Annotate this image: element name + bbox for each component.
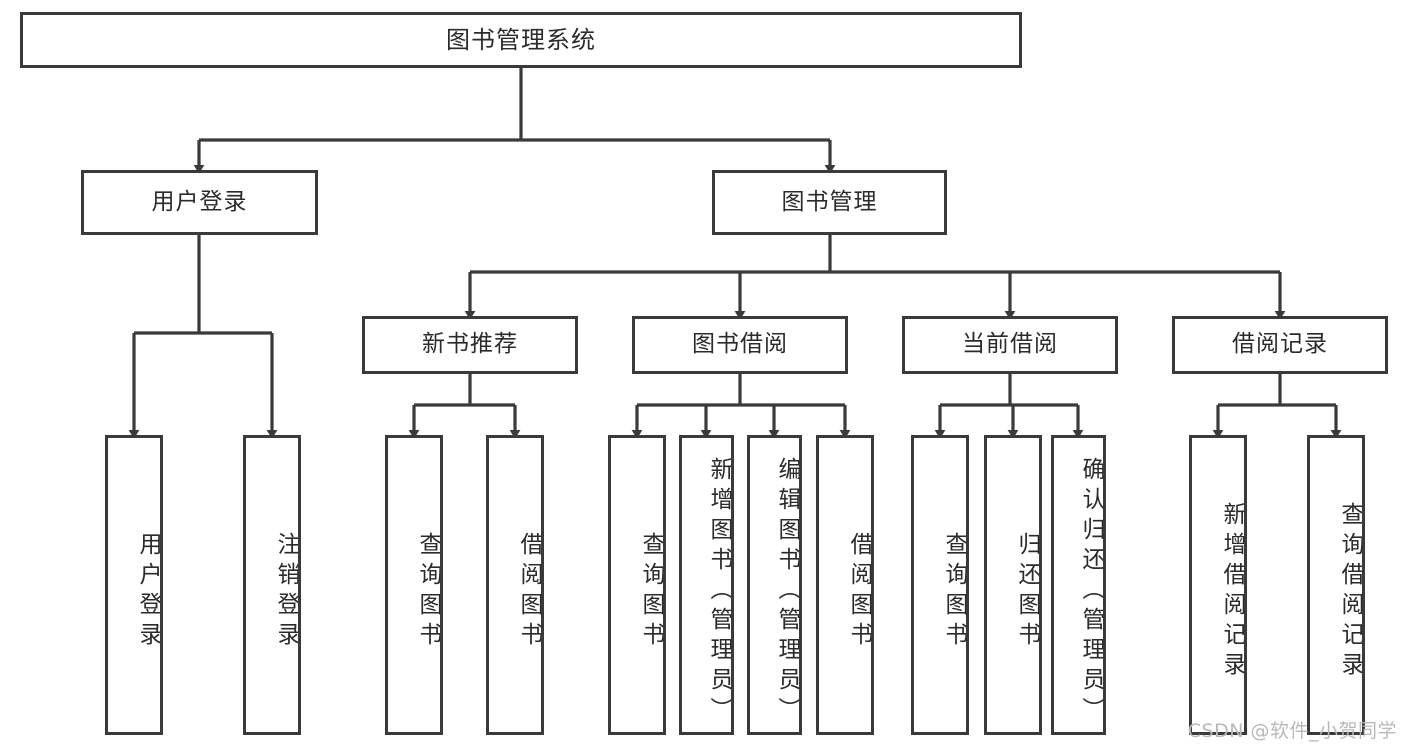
leaf-return-book[interactable]: 归还图书: [984, 435, 1042, 735]
leaf-confirm-return-admin[interactable]: 确认归还（管理员）: [1051, 435, 1106, 735]
node-new-book-recommendation[interactable]: 新书推荐: [362, 316, 578, 374]
leaf-add-book-admin[interactable]: 新增图书（管理员）: [679, 435, 734, 735]
node-root-system[interactable]: 图书管理系统: [20, 12, 1022, 68]
leaf-user-logout[interactable]: 注销登录: [243, 435, 301, 735]
leaf-borrow-book-recommendation[interactable]: 借阅图书: [486, 435, 544, 735]
leaf-borrow-book[interactable]: 借阅图书: [816, 435, 874, 735]
watermark-credit: CSDN @软件_小贺同学: [1187, 720, 1397, 742]
leaf-user-login[interactable]: 用户登录: [105, 435, 163, 735]
node-user-login[interactable]: 用户登录: [81, 170, 318, 235]
leaf-query-book-recommendation[interactable]: 查询图书: [385, 435, 443, 735]
leaf-query-book-borrow[interactable]: 查询图书: [608, 435, 666, 735]
leaf-query-book-current[interactable]: 查询图书: [911, 435, 969, 735]
leaf-add-borrow-record[interactable]: 新增借阅记录: [1189, 435, 1247, 735]
node-borrow-record[interactable]: 借阅记录: [1172, 316, 1388, 374]
node-book-borrow[interactable]: 图书借阅: [632, 316, 848, 374]
leaf-query-borrow-record[interactable]: 查询借阅记录: [1307, 435, 1365, 735]
leaf-edit-book-admin[interactable]: 编辑图书（管理员）: [747, 435, 802, 735]
node-book-manage[interactable]: 图书管理: [712, 170, 947, 235]
node-current-borrow[interactable]: 当前借阅: [902, 316, 1118, 374]
